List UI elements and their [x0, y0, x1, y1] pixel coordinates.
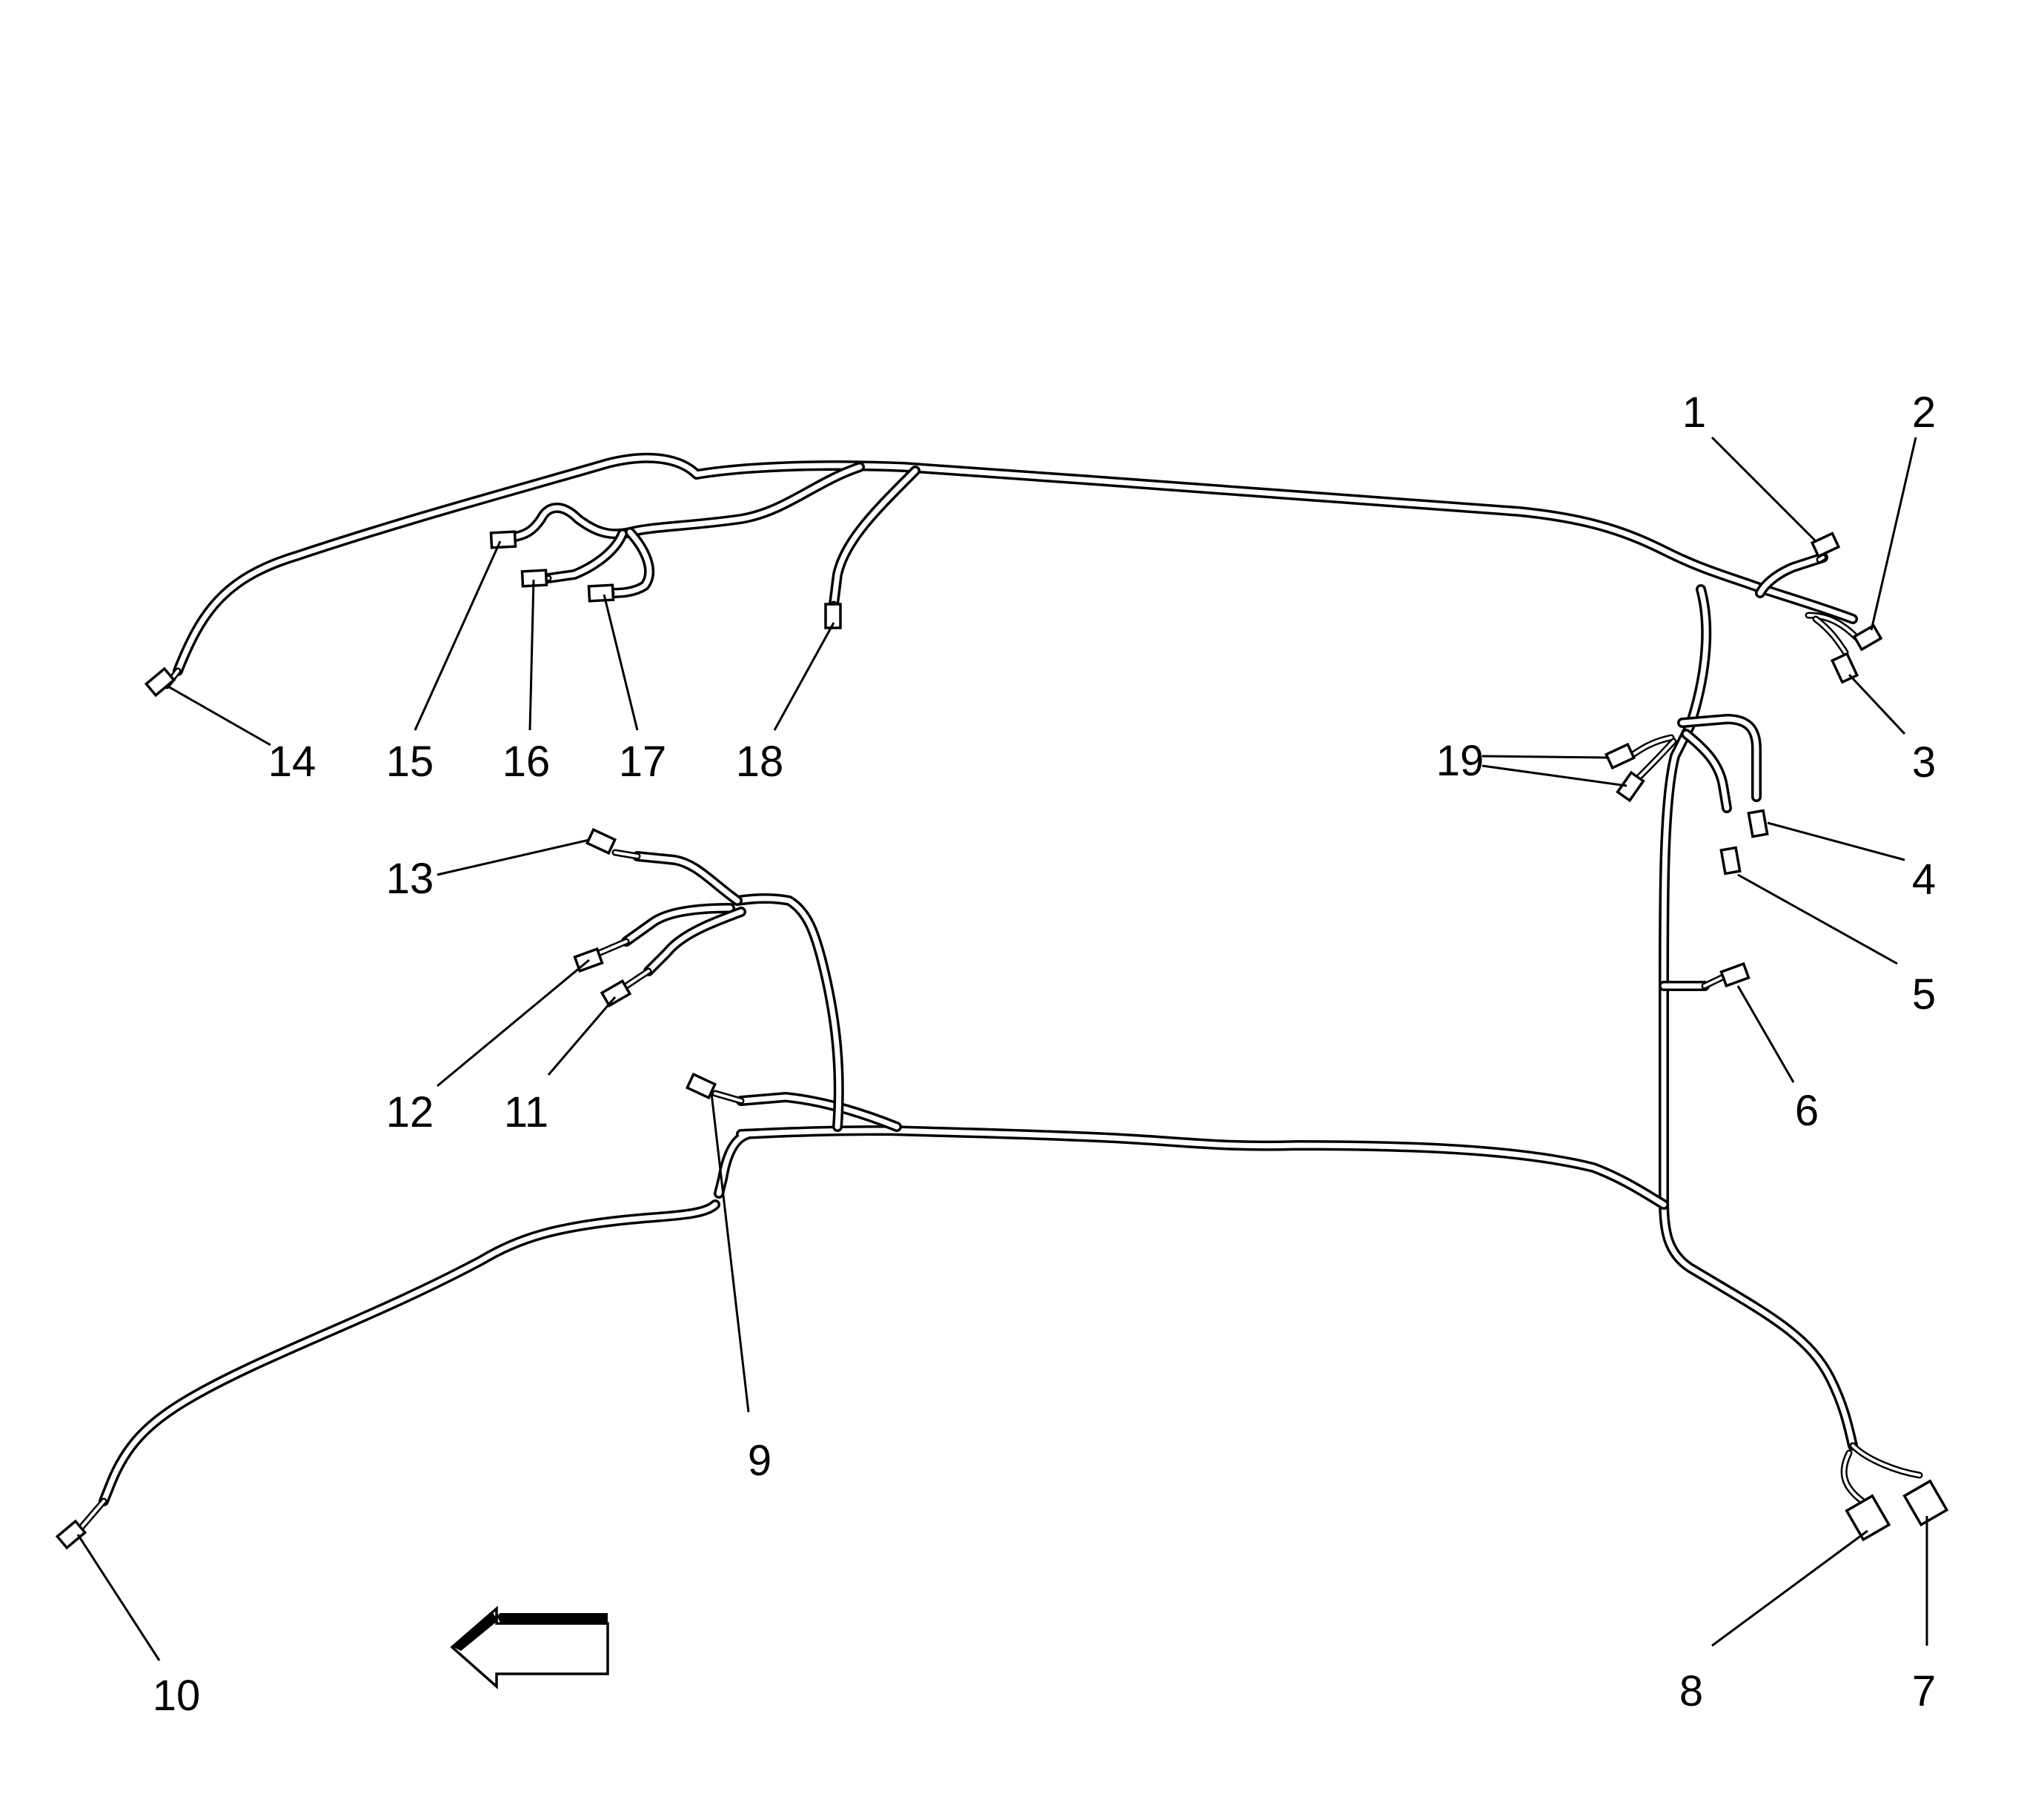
callout-19: 19 — [1436, 737, 1484, 785]
left-arrow-icon — [450, 1606, 609, 1689]
harness-pigtails — [78, 534, 1923, 1531]
callout-14: 14 — [268, 738, 316, 786]
callout-5: 5 — [1912, 970, 1936, 1019]
callout-10: 10 — [153, 1672, 201, 1720]
connector-5 — [1719, 846, 1742, 875]
connector-4 — [1747, 809, 1769, 838]
connector-16 — [520, 569, 548, 588]
callout-16: 16 — [502, 738, 551, 786]
callout-11: 11 — [504, 1088, 548, 1136]
leader-lines — [76, 436, 1928, 1661]
connector-10 — [55, 1519, 87, 1550]
connector-15 — [489, 530, 517, 549]
connector-2 — [1852, 623, 1883, 652]
callout-4: 4 — [1912, 855, 1936, 904]
callout-3: 3 — [1912, 738, 1936, 787]
callout-8: 8 — [1679, 1667, 1703, 1715]
connector-11 — [600, 979, 632, 1008]
connector-17 — [587, 583, 615, 603]
callout-1: 1 — [1682, 388, 1706, 437]
connector-9 — [685, 1072, 717, 1100]
harness-wires — [99, 452, 1858, 1506]
callout-2: 2 — [1912, 388, 1936, 437]
callout-6: 6 — [1795, 1087, 1819, 1135]
connector-19a — [1604, 742, 1636, 770]
connector-18 — [824, 603, 842, 629]
callout-13: 13 — [386, 855, 434, 903]
callout-9: 9 — [748, 1437, 772, 1485]
callout-15: 15 — [386, 738, 434, 786]
callout-12: 12 — [386, 1088, 434, 1136]
connector-7 — [1902, 1479, 1949, 1527]
callout-18: 18 — [736, 738, 784, 786]
callout-7: 7 — [1912, 1667, 1936, 1715]
callout-17: 17 — [619, 738, 667, 786]
connector-6 — [1719, 961, 1751, 988]
connectors — [55, 530, 1949, 1550]
connector-8 — [1845, 1494, 1891, 1542]
callout-labels: 1 2 3 4 5 6 7 8 9 10 11 12 13 14 15 16 1… — [153, 388, 1936, 1720]
connector-19b — [1616, 770, 1645, 803]
connector-13 — [585, 827, 617, 855]
connector-1 — [1810, 532, 1841, 558]
connector-14 — [144, 666, 176, 698]
